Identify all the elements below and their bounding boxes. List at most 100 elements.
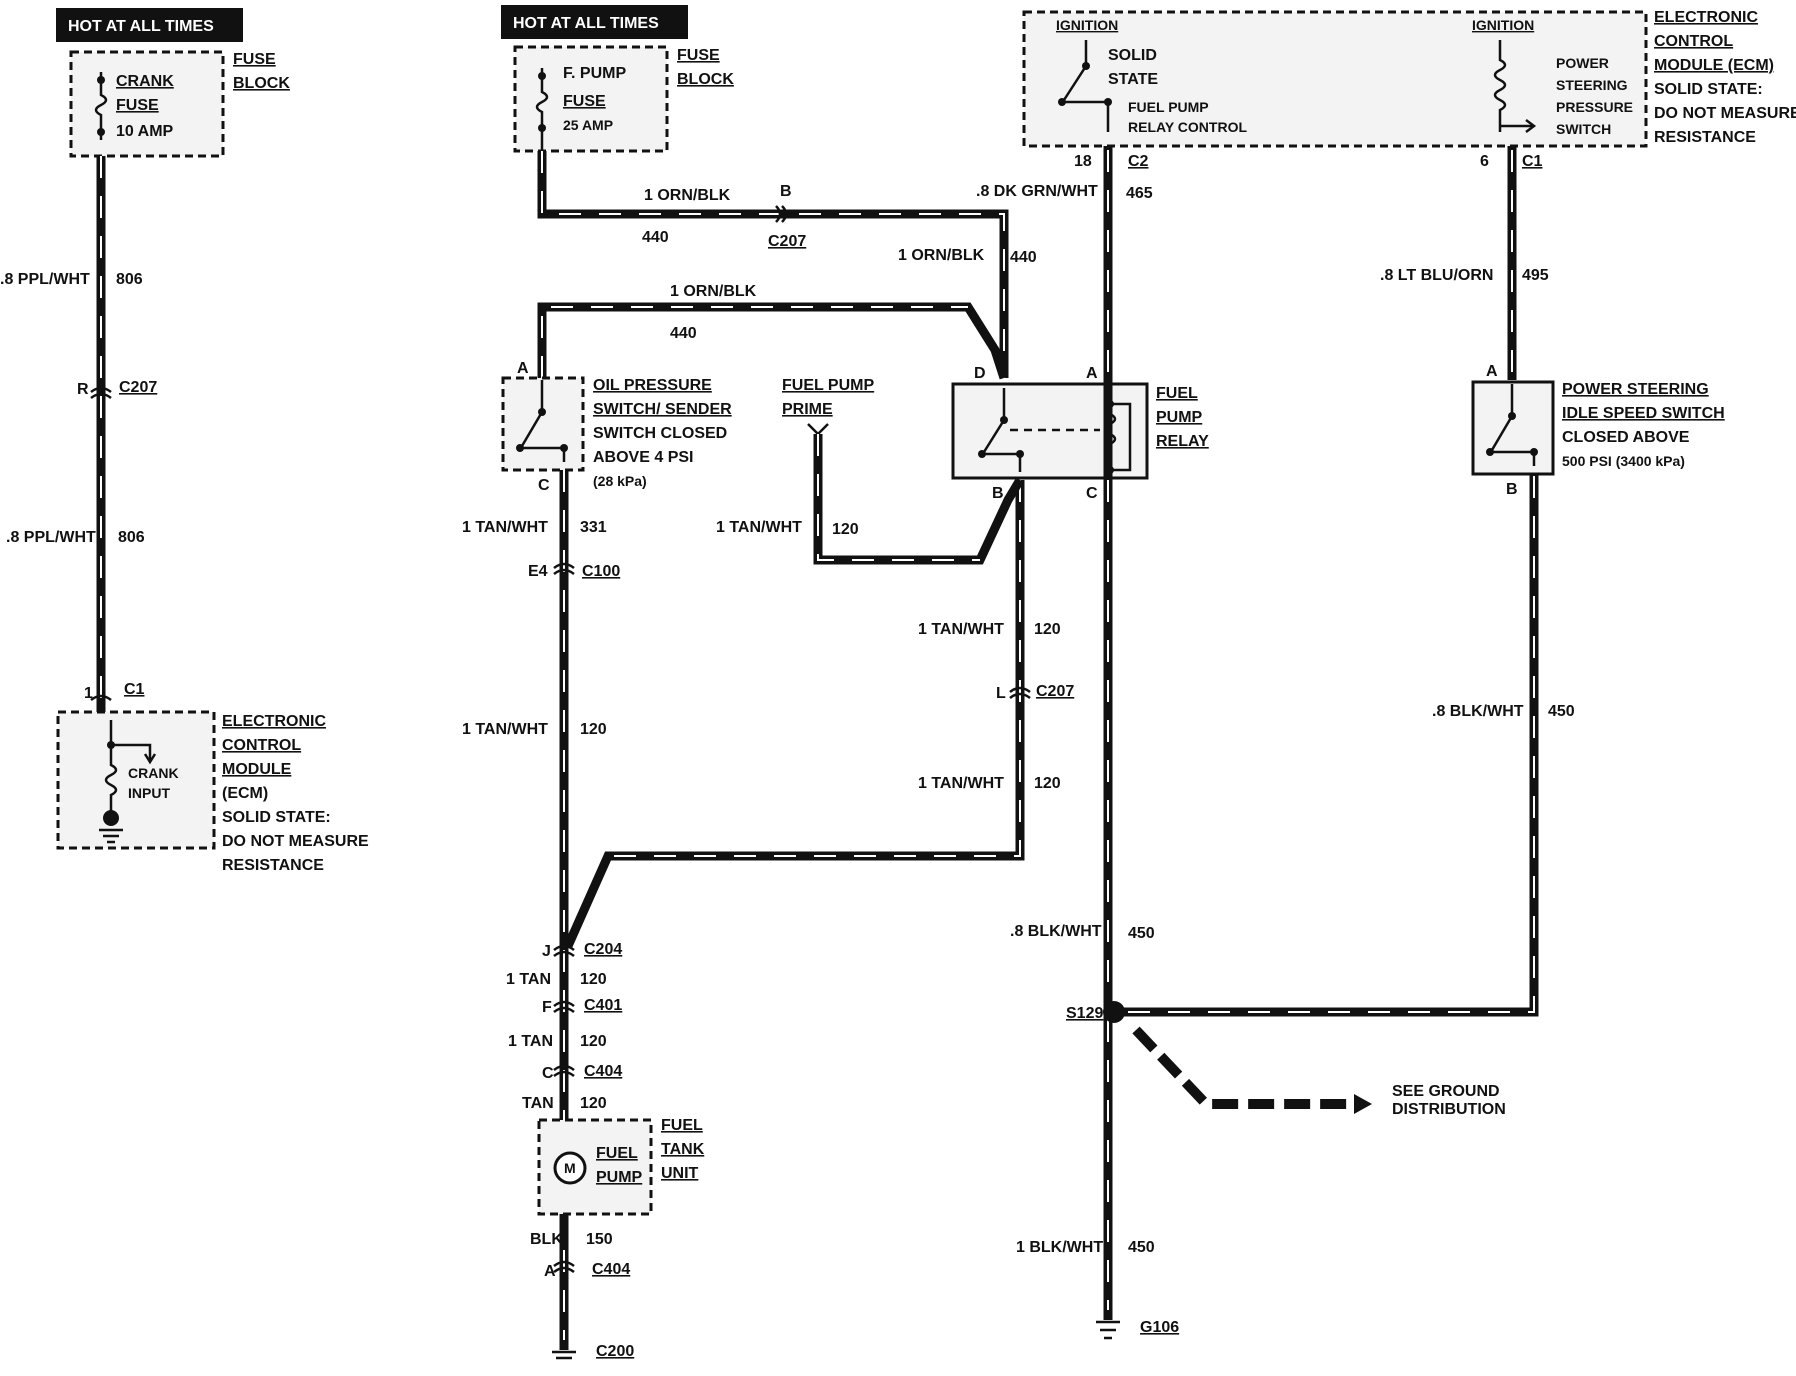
- svg-text:FUEL: FUEL: [661, 1117, 703, 1134]
- svg-text:18: 18: [1074, 153, 1092, 170]
- wire-331-gauge: 1 TAN/WHT: [462, 519, 548, 536]
- connector-c207-r: R C207: [77, 379, 157, 400]
- connector-c200: C200: [552, 1343, 634, 1360]
- svg-text:B: B: [992, 485, 1004, 502]
- svg-text:MODULE: MODULE: [222, 761, 292, 778]
- svg-text:FUEL: FUEL: [1156, 385, 1198, 402]
- crank-fuse-block: CRANK FUSE 10 AMP FUSE BLOCK: [69, 50, 290, 158]
- wire-120-left-circuit: 120: [580, 721, 607, 738]
- svg-text:(28 kPa): (28 kPa): [593, 473, 647, 489]
- wire-450-relay-circuit: 450: [1128, 925, 1155, 942]
- svg-text:C: C: [538, 477, 550, 494]
- svg-text:F. PUMP: F. PUMP: [563, 65, 626, 82]
- svg-text:C207: C207: [119, 379, 157, 396]
- svg-text:IDLE SPEED SWITCH: IDLE SPEED SWITCH: [1562, 405, 1725, 422]
- wire-tan3-gauge: TAN: [522, 1095, 554, 1112]
- ecm-left-crank-1: CRANK: [128, 765, 179, 781]
- svg-text:500 PSI (3400 kPa): 500 PSI (3400 kPa): [1562, 453, 1685, 469]
- svg-text:DO NOT MEASURE: DO NOT MEASURE: [222, 833, 369, 850]
- connector-c404-a: A C404: [544, 1260, 630, 1280]
- svg-text:A: A: [1486, 363, 1498, 380]
- svg-text:DO NOT MEASURE: DO NOT MEASURE: [1654, 105, 1796, 122]
- svg-text:C207: C207: [768, 233, 806, 250]
- wire-495-circuit: 495: [1522, 267, 1549, 284]
- svg-text:IGNITION: IGNITION: [1056, 17, 1118, 33]
- oil-pressure-switch: A C OIL PRESSURE SWITCH/ SENDER SWITCH C…: [501, 360, 732, 494]
- svg-text:PUMP: PUMP: [596, 1169, 643, 1186]
- connector-c401: F C401: [542, 997, 622, 1016]
- wire-blk-circuit: 150: [586, 1231, 613, 1248]
- wire-440b-gauge: 1 ORN/BLK: [898, 247, 985, 264]
- svg-text:C200: C200: [596, 1343, 634, 1360]
- svg-text:6: 6: [1480, 153, 1489, 170]
- svg-text:CONTROL: CONTROL: [1654, 33, 1733, 50]
- wire-450-ps-gauge: .8 BLK/WHT: [1432, 703, 1524, 720]
- wire-440c-circuit: 440: [670, 325, 697, 342]
- ground-g106: G106: [1096, 1319, 1179, 1340]
- svg-text:C207: C207: [1036, 683, 1074, 700]
- connector-c207-l: L C207: [996, 683, 1074, 702]
- wire-450-relay-gauge: .8 BLK/WHT: [1010, 923, 1102, 940]
- svg-text:C100: C100: [582, 563, 620, 580]
- wire-440a-circuit: 440: [642, 229, 669, 246]
- wire-120-prime-circuit: 120: [832, 521, 859, 538]
- wire-450-ps-circuit: 450: [1548, 703, 1575, 720]
- svg-text:E4: E4: [528, 563, 548, 580]
- wire-450-gnd-gauge: 1 BLK/WHT: [1016, 1239, 1103, 1256]
- svg-text:HOT AT ALL TIMES: HOT AT ALL TIMES: [513, 15, 659, 32]
- wire-120-relay-branch: [563, 480, 1025, 948]
- ecm-left-pin: 1: [84, 685, 93, 702]
- crank-fuse-rating: 10 AMP: [116, 123, 174, 140]
- wire-tan1-circuit: 120: [580, 971, 607, 988]
- hot-tag-left: HOT AT ALL TIMES: [56, 8, 243, 42]
- connector-c204: J C204: [542, 941, 622, 960]
- svg-text:G106: G106: [1140, 1319, 1179, 1336]
- wire-465-gauge: .8 DK GRN/WHT: [976, 183, 1098, 200]
- svg-text:J: J: [542, 943, 551, 960]
- wire-450-gnd-circuit: 450: [1128, 1239, 1155, 1256]
- fuse-block-label-2: BLOCK: [233, 75, 290, 92]
- wire-tan2-gauge: 1 TAN: [508, 1033, 553, 1050]
- svg-text:CLOSED ABOVE: CLOSED ABOVE: [1562, 429, 1690, 446]
- svg-text:DISTRIBUTION: DISTRIBUTION: [1392, 1101, 1506, 1118]
- svg-text:C: C: [542, 1065, 554, 1082]
- svg-text:TANK: TANK: [661, 1141, 705, 1158]
- crank-fuse-name-2: FUSE: [116, 97, 159, 114]
- wire-465-circuit: 465: [1126, 185, 1153, 202]
- fpump-fuse-block: F. PUMP FUSE 25 AMP FUSE BLOCK: [513, 45, 734, 153]
- svg-text:(ECM): (ECM): [222, 785, 268, 802]
- fuse-block-label-1: FUSE: [233, 51, 276, 68]
- motor-symbol: M: [564, 1160, 576, 1176]
- svg-text:RELAY: RELAY: [1156, 433, 1209, 450]
- svg-text:R: R: [77, 381, 89, 398]
- svg-text:SWITCH: SWITCH: [1556, 121, 1611, 137]
- svg-text:OIL PRESSURE: OIL PRESSURE: [593, 377, 712, 394]
- wire-120-relay-circuit: 120: [1034, 621, 1061, 638]
- wire-806a-circuit: 806: [116, 271, 143, 288]
- wire-806b-circuit: 806: [118, 529, 145, 546]
- wire-495-gauge: .8 LT BLU/ORN: [1380, 267, 1493, 284]
- svg-text:BLOCK: BLOCK: [677, 71, 734, 88]
- svg-text:25 AMP: 25 AMP: [563, 117, 613, 133]
- svg-text:SOLID STATE:: SOLID STATE:: [222, 809, 331, 826]
- svg-text:SOLID: SOLID: [1108, 47, 1157, 64]
- svg-text:ABOVE 4 PSI: ABOVE 4 PSI: [593, 449, 693, 466]
- svg-text:CONTROL: CONTROL: [222, 737, 301, 754]
- svg-text:D: D: [974, 365, 986, 382]
- svg-text:MODULE (ECM): MODULE (ECM): [1654, 57, 1774, 74]
- svg-text:UNIT: UNIT: [661, 1165, 699, 1182]
- wire-806b-gauge: .8 PPL/WHT: [6, 529, 96, 546]
- wire-440c-gauge: 1 ORN/BLK: [670, 283, 757, 300]
- fuel-pump-prime: FUEL PUMP PRIME: [782, 377, 1024, 565]
- wire-120-relay-gauge: 1 TAN/WHT: [918, 621, 1004, 638]
- svg-text:ELECTRONIC: ELECTRONIC: [1654, 9, 1758, 26]
- svg-text:SWITCH/ SENDER: SWITCH/ SENDER: [593, 401, 732, 418]
- ecm-left: 1 C1 CRANK INPUT ELECTRONIC CONTROL MODU…: [56, 681, 369, 874]
- svg-text:B: B: [780, 183, 792, 200]
- wire-806a-gauge: .8 PPL/WHT: [0, 271, 90, 288]
- wire-tan3-circuit: 120: [580, 1095, 607, 1112]
- wire-440b-circuit: 440: [1010, 249, 1037, 266]
- svg-text:C401: C401: [584, 997, 622, 1014]
- svg-text:F: F: [542, 999, 552, 1016]
- ground-distribution-note: SEE GROUND DISTRIBUTION: [1392, 1083, 1506, 1118]
